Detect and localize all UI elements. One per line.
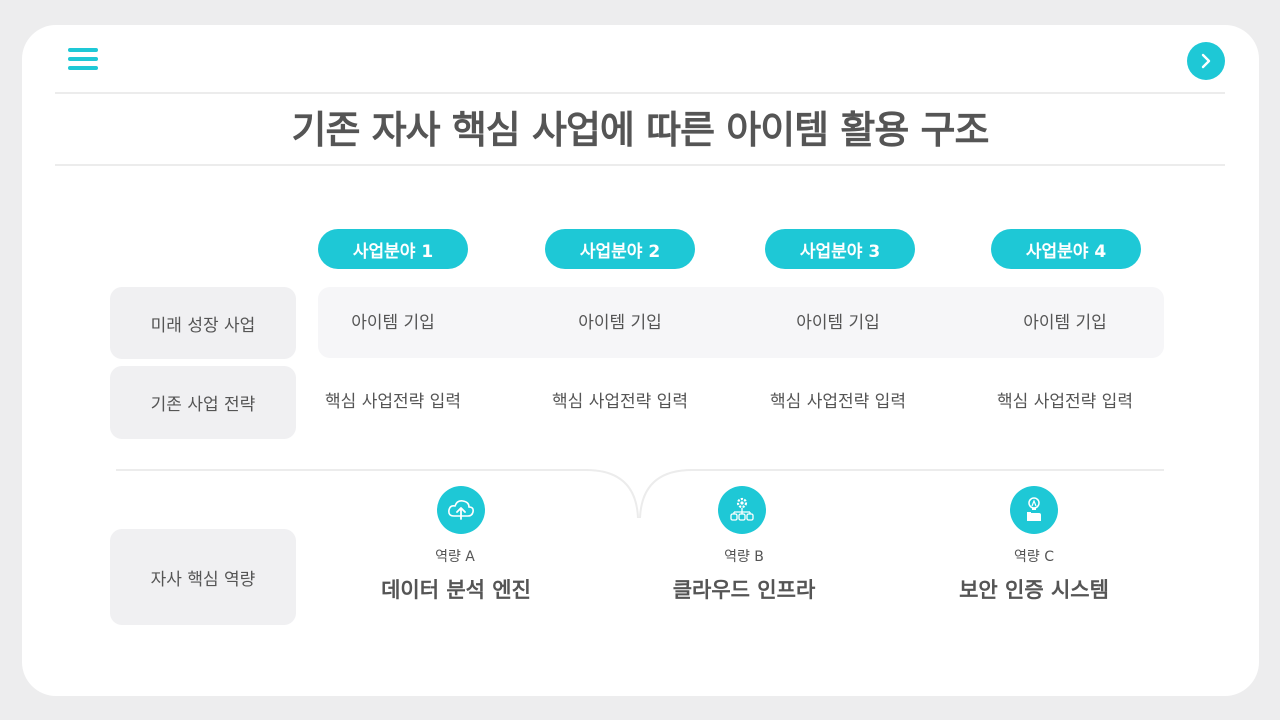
cell-item-4: 아이템 기입 (1023, 313, 1107, 333)
cell-strategy-4: 핵심 사업전략 입력 (997, 392, 1133, 412)
idea-hand-icon (1010, 486, 1058, 534)
capability-name-c: 보안 인증 시스템 (959, 578, 1109, 602)
row-band-future (318, 287, 1164, 358)
capability-name-b: 클라우드 인프라 (672, 578, 816, 602)
chevron-right-icon (1201, 53, 1211, 69)
header-divider-bottom (55, 164, 1225, 166)
header-divider-top (55, 92, 1225, 94)
cloud-upload-icon (437, 486, 485, 534)
row-label-future: 미래 성장 사업 (110, 287, 296, 359)
capability-sub-b: 역량 B (724, 549, 764, 565)
capability-sub-c: 역량 C (1014, 549, 1054, 565)
row-label-capabilities: 자사 핵심 역량 (110, 529, 296, 625)
column-header-3: 사업분야 3 (765, 229, 915, 269)
hamburger-menu-icon[interactable] (68, 48, 98, 74)
column-header-2: 사업분야 2 (545, 229, 695, 269)
cell-item-3: 아이템 기입 (796, 313, 880, 333)
curved-divider (116, 469, 1164, 519)
column-header-4: 사업분야 4 (991, 229, 1141, 269)
cell-item-1: 아이템 기입 (351, 313, 435, 333)
cell-strategy-3: 핵심 사업전략 입력 (770, 392, 906, 412)
cell-item-2: 아이템 기입 (578, 313, 662, 333)
page-title: 기존 자사 핵심 사업에 따른 아이템 활용 구조 (291, 108, 990, 152)
capability-name-a: 데이터 분석 엔진 (381, 578, 531, 602)
row-label-existing: 기존 사업 전략 (110, 366, 296, 439)
column-header-1: 사업분야 1 (318, 229, 468, 269)
gear-network-icon (718, 486, 766, 534)
cell-strategy-2: 핵심 사업전략 입력 (552, 392, 688, 412)
capability-sub-a: 역량 A (435, 549, 475, 565)
cell-strategy-1: 핵심 사업전략 입력 (325, 392, 461, 412)
next-button[interactable] (1187, 42, 1225, 80)
